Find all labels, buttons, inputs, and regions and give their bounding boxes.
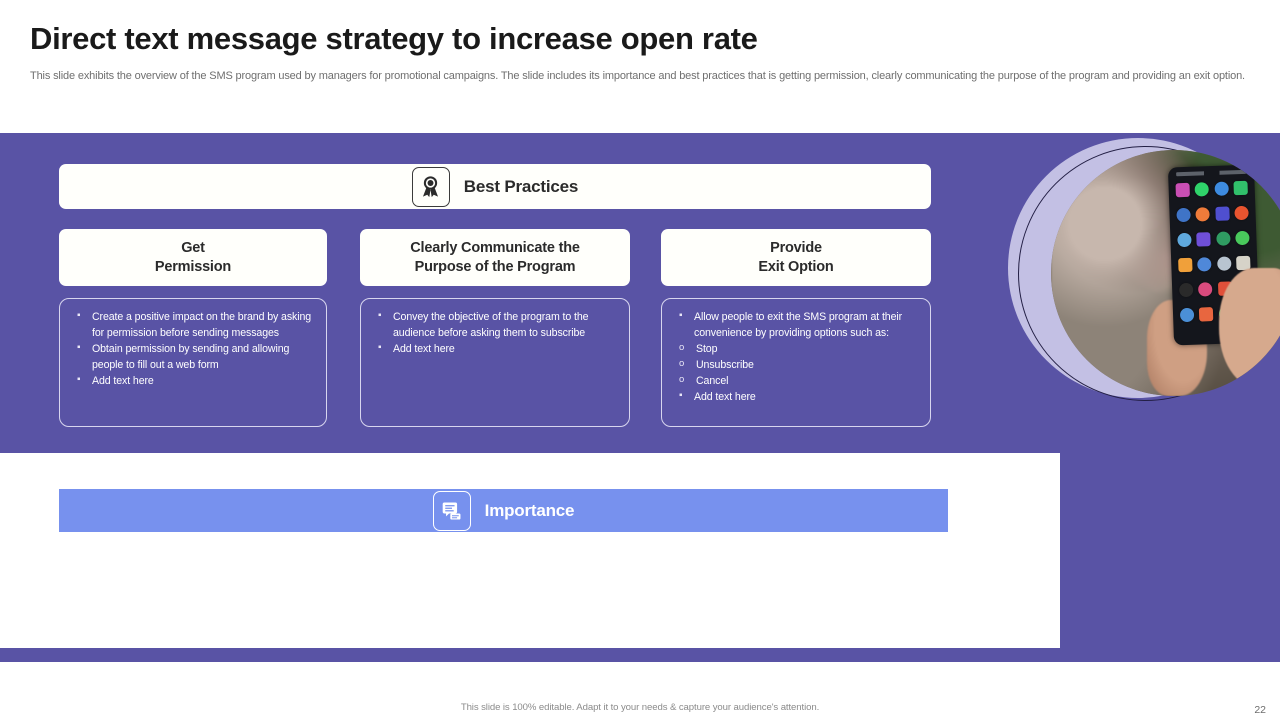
column-body-provide-exit-option: Allow people to exit the SMS program at … [661,298,931,427]
page-number: 22 [1254,704,1266,716]
phone-app-icon [1198,282,1213,297]
best-practices-header: Best Practices [59,164,931,209]
column-body-get-permission: Create a positive impact on the brand by… [59,298,327,427]
footer-note: This slide is 100% editable. Adapt it to… [460,702,820,713]
list-item: Create a positive impact on the brand by… [70,308,314,341]
phone-app-icon [1175,182,1191,198]
phone-app-icon [1196,232,1212,247]
phone-app-icon [1215,231,1231,246]
list-item: Cancel [672,373,918,389]
phone-app-icon [1177,232,1192,248]
phone-app-icon [1199,307,1214,322]
award-badge-icon [411,166,450,207]
phone-app-icon [1197,257,1212,272]
message-document-icon [432,490,471,531]
importance-title: Importance [484,500,575,520]
phone-app-icon [1178,257,1193,273]
photo-decoration [1008,138,1280,428]
phone-app-icon [1233,180,1248,196]
phone-app-icon [1214,181,1229,196]
column-header-clearly-communicate: Clearly Communicate the Purpose of the P… [360,229,630,286]
importance-header: Importance [59,489,948,532]
list-item: Add text here [371,340,617,357]
column-body-clearly-communicate: Convey the objective of the program to t… [360,298,630,427]
column-header-text: Get Permission [154,240,232,275]
column-header-get-permission: Get Permission [59,229,327,286]
phone-app-icon [1194,182,1210,197]
list-item: Add text here [672,388,918,405]
slide-header: Direct text message strategy to increase… [0,0,1280,133]
slide-footer: This slide is 100% editable. Adapt it to… [0,662,1280,720]
phone-status-bar [1176,169,1247,177]
phone-app-icon [1214,206,1230,221]
purple-content-band: Best Practices Get Permission Clearly Co… [0,133,1280,662]
list-item: Add text here [70,372,314,389]
phone-app-icon [1235,230,1250,246]
importance-panel: Importance Fast and efficient High engag… [0,453,1060,648]
phone-app-icon [1195,207,1211,222]
bullet-list: Create a positive impact on the brand by… [70,308,314,389]
column-header-text: Provide Exit Option [758,240,834,275]
column-header-provide-exit-option: Provide Exit Option [661,229,931,286]
list-item: Unsubscribe [672,357,918,373]
phone-app-icon [1234,205,1249,221]
slide-description: This slide exhibits the overview of the … [30,70,1245,83]
phone-app-icon [1216,256,1232,271]
list-item: Obtain permission by sending and allowin… [70,340,314,373]
smartphone-photo [1051,150,1280,396]
exit-option-sublist: Stop Unsubscribe Cancel [672,341,918,389]
list-item: Allow people to exit the SMS program at … [672,308,918,341]
phone-app-icon [1176,207,1191,223]
bullet-list: Convey the objective of the program to t… [371,308,617,357]
phone-app-icon [1179,282,1194,298]
best-practices-title: Best Practices [463,176,579,196]
photo-hand-right [1219,268,1280,388]
page-title: Direct text message strategy to increase… [30,21,758,56]
bullet-list: Allow people to exit the SMS program at … [672,308,918,341]
column-header-text: Clearly Communicate the Purpose of the P… [410,240,580,275]
list-item: Stop [672,341,918,357]
list-item: Convey the objective of the program to t… [371,308,617,341]
bullet-list-continued: Add text here [672,388,918,405]
phone-app-icon [1179,307,1195,323]
